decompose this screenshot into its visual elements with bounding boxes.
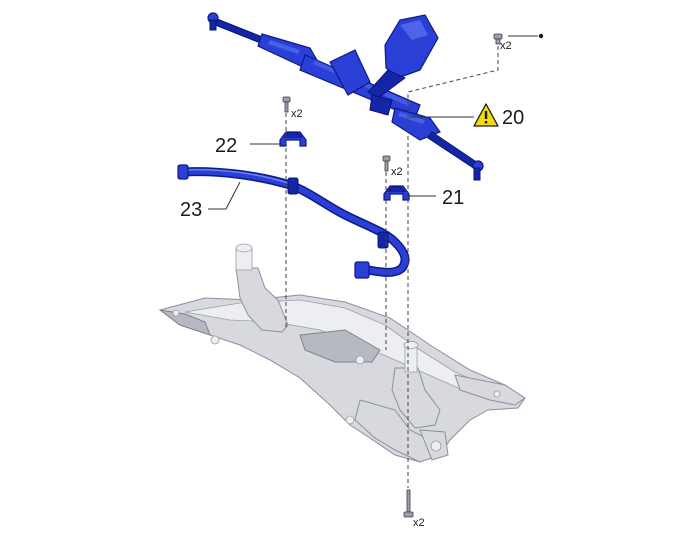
front-subframe [158,243,526,463]
qty-bracket-left-bolt: x2 [291,108,303,120]
steering-gear[interactable] [207,12,484,181]
qty-steering-gear-bolt: x2 [500,40,512,52]
stabilizer-bracket-right[interactable] [383,185,410,201]
callout-steering-gear: 20 [502,107,524,129]
callout-stabilizer-bracket-left: 22 [215,135,237,157]
leader-23 [208,181,241,210]
qty-bracket-right-bolt: x2 [391,166,403,178]
callout-stabilizer-bar: 23 [180,199,202,221]
stabilizer-bar[interactable] [177,164,410,279]
bracket-right-bolt-icon [382,155,391,172]
callout-stabilizer-bracket-right: 21 [442,187,464,209]
subframe-bolt-icon [403,489,414,518]
alignment-lines [285,46,499,488]
steering-gear-bolt-icon [493,33,503,45]
bracket-left-bolt-icon [282,96,291,113]
reference-dot-icon [538,33,544,39]
warning-triangle-icon [473,103,499,127]
qty-subframe-bolt: x2 [413,517,425,529]
stabilizer-bracket-left[interactable] [279,131,307,147]
